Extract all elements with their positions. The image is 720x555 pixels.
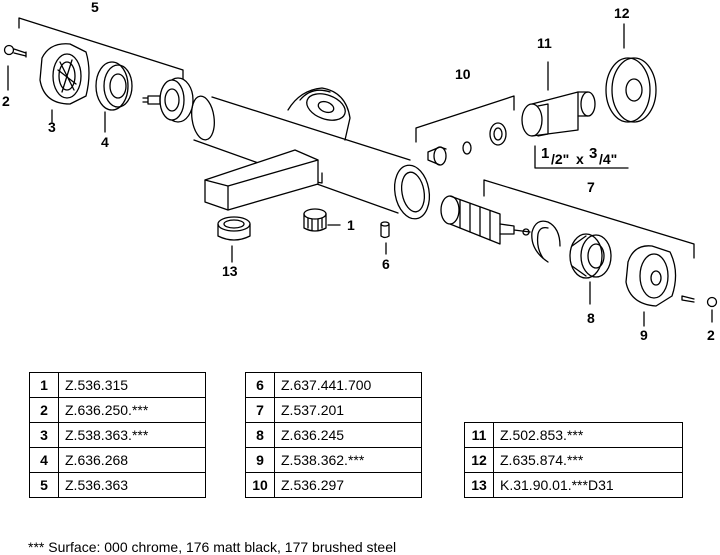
- callout-10: 10: [455, 66, 471, 82]
- mixer-body: [191, 87, 431, 220]
- part-code: Z.636.268: [58, 447, 206, 473]
- part-code: Z.636.250.***: [58, 397, 206, 423]
- handle-cap-left: [39, 43, 90, 105]
- part-code: Z.536.315: [58, 372, 206, 398]
- handle-cap-right: [625, 245, 677, 307]
- part-code: Z.538.363.***: [58, 422, 206, 448]
- surface-footnote: *** Surface: 000 chrome, 176 matt black,…: [28, 539, 397, 555]
- callout-9: 9: [640, 327, 648, 343]
- part-number: 12: [464, 447, 494, 473]
- leader-bracket-7: [483, 179, 695, 259]
- callout-4: 4: [101, 134, 109, 150]
- part-code: Z.537.201: [274, 397, 422, 423]
- svg-text:3: 3: [589, 145, 597, 162]
- callout-3: 3: [48, 119, 56, 135]
- svg-text:/4": /4": [599, 151, 617, 167]
- part-number: 13: [464, 472, 494, 498]
- part-code: Z.635.874.***: [493, 447, 683, 473]
- part-number: 7: [245, 397, 275, 423]
- svg-text:1: 1: [541, 145, 549, 162]
- callout-2-left: 2: [2, 93, 10, 109]
- control-unit-5: [142, 77, 194, 123]
- leader-bracket-5: [18, 17, 184, 81]
- part-number: 5: [29, 472, 59, 498]
- callout-6: 6: [382, 256, 390, 272]
- part-code: Z.636.245: [274, 422, 422, 448]
- screw-right: [681, 295, 718, 308]
- insert-1: [303, 208, 327, 232]
- exploded-view-drawing: 1 2 3 4 5 6 7 8 9 10 11 12 13 2 1 /2" x …: [2, 0, 718, 343]
- callout-7: 7: [587, 179, 595, 195]
- pin-6: [380, 221, 390, 239]
- spout: [204, 149, 319, 211]
- callout-2-right: 2: [707, 327, 715, 343]
- part-code: Z.536.297: [274, 472, 422, 498]
- part-number: 11: [464, 422, 494, 448]
- part-number: 10: [245, 472, 275, 498]
- part-number: 1: [29, 372, 59, 398]
- part-code: Z.502.853.***: [493, 422, 683, 448]
- screw-left: [3, 44, 27, 58]
- part-code: Z.637.441.700: [274, 372, 422, 398]
- leader-bracket-10: [415, 95, 515, 143]
- callout-12: 12: [614, 5, 630, 21]
- check-valve-10: [427, 122, 507, 166]
- part-code: K.31.90.01.***D31: [493, 472, 683, 498]
- callout-8: 8: [587, 310, 595, 326]
- svg-text:/2": /2": [551, 151, 569, 167]
- union-fitting-11: [521, 91, 596, 137]
- rosette-12: [605, 57, 657, 123]
- nut-8: [569, 233, 612, 279]
- thread-size-label: 1 /2" x 3 /4": [541, 145, 617, 167]
- part-number: 8: [245, 422, 275, 448]
- aerator-13: [217, 216, 251, 241]
- callout-5: 5: [91, 0, 99, 15]
- callout-1: 1: [347, 217, 355, 233]
- part-number: 2: [29, 397, 59, 423]
- part-number: 3: [29, 422, 59, 448]
- thread-bracket: [534, 145, 629, 169]
- part-code: Z.538.362.***: [274, 447, 422, 473]
- part-number: 4: [29, 447, 59, 473]
- part-code: Z.536.363: [58, 472, 206, 498]
- part-number: 6: [245, 372, 275, 398]
- part-number: 9: [245, 447, 275, 473]
- ring-4: [95, 61, 133, 111]
- cartridge: [440, 195, 531, 245]
- snap-ring: [531, 220, 561, 263]
- callout-13: 13: [222, 263, 238, 279]
- svg-text:x: x: [576, 151, 584, 167]
- callout-11: 11: [537, 35, 552, 51]
